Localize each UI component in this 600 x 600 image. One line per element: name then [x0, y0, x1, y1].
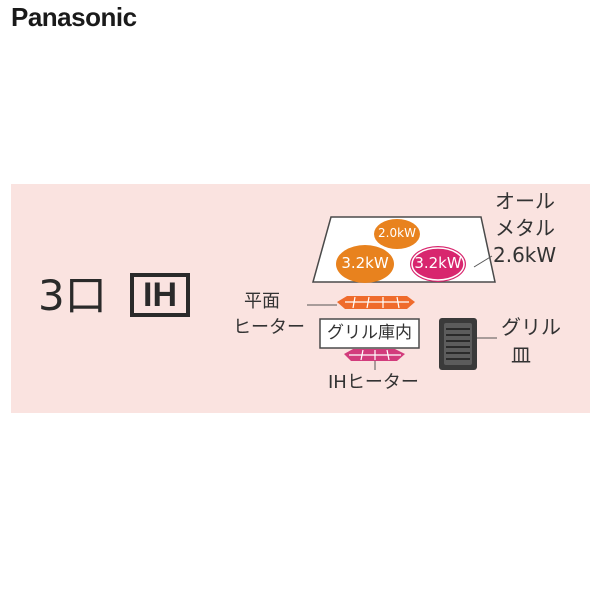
- brand-logo: Panasonic: [11, 2, 137, 32]
- all-metal-power-label: 2.6kW: [493, 243, 557, 267]
- all-metal-label-line1: オール: [495, 189, 555, 213]
- ih-badge: IH: [130, 273, 190, 317]
- burner-count: 3口: [38, 271, 107, 320]
- burner-left-disc: [336, 245, 394, 283]
- grill-chamber-box: [319, 318, 420, 349]
- ih-heater-icon: [344, 349, 405, 361]
- burner-top-label: 2.0kW: [378, 226, 416, 240]
- ih-heater-label: IHヒーター: [328, 372, 419, 393]
- grill-tray-label-line1: グリル: [501, 315, 561, 339]
- grill-tray-label-line2: 皿: [511, 343, 531, 367]
- flat-heater-label-line1: 平面: [244, 291, 280, 312]
- flat-heater-icon: [337, 296, 415, 309]
- grill-tray-icon: [439, 318, 477, 370]
- burner-left-label: 3.2kW: [341, 254, 389, 272]
- flat-heater-label-line2: ヒーター: [233, 317, 305, 338]
- cooktop-illustration: [307, 216, 497, 370]
- burner-right-label: 3.2kW: [414, 254, 462, 272]
- spec-panel: 3口 IH: [11, 184, 590, 413]
- burner-top-disc: [374, 219, 420, 249]
- burner-right-disc: [410, 246, 466, 282]
- grill-chamber-label: グリル庫内: [327, 323, 412, 343]
- all-metal-label-line2: メタル: [495, 216, 555, 240]
